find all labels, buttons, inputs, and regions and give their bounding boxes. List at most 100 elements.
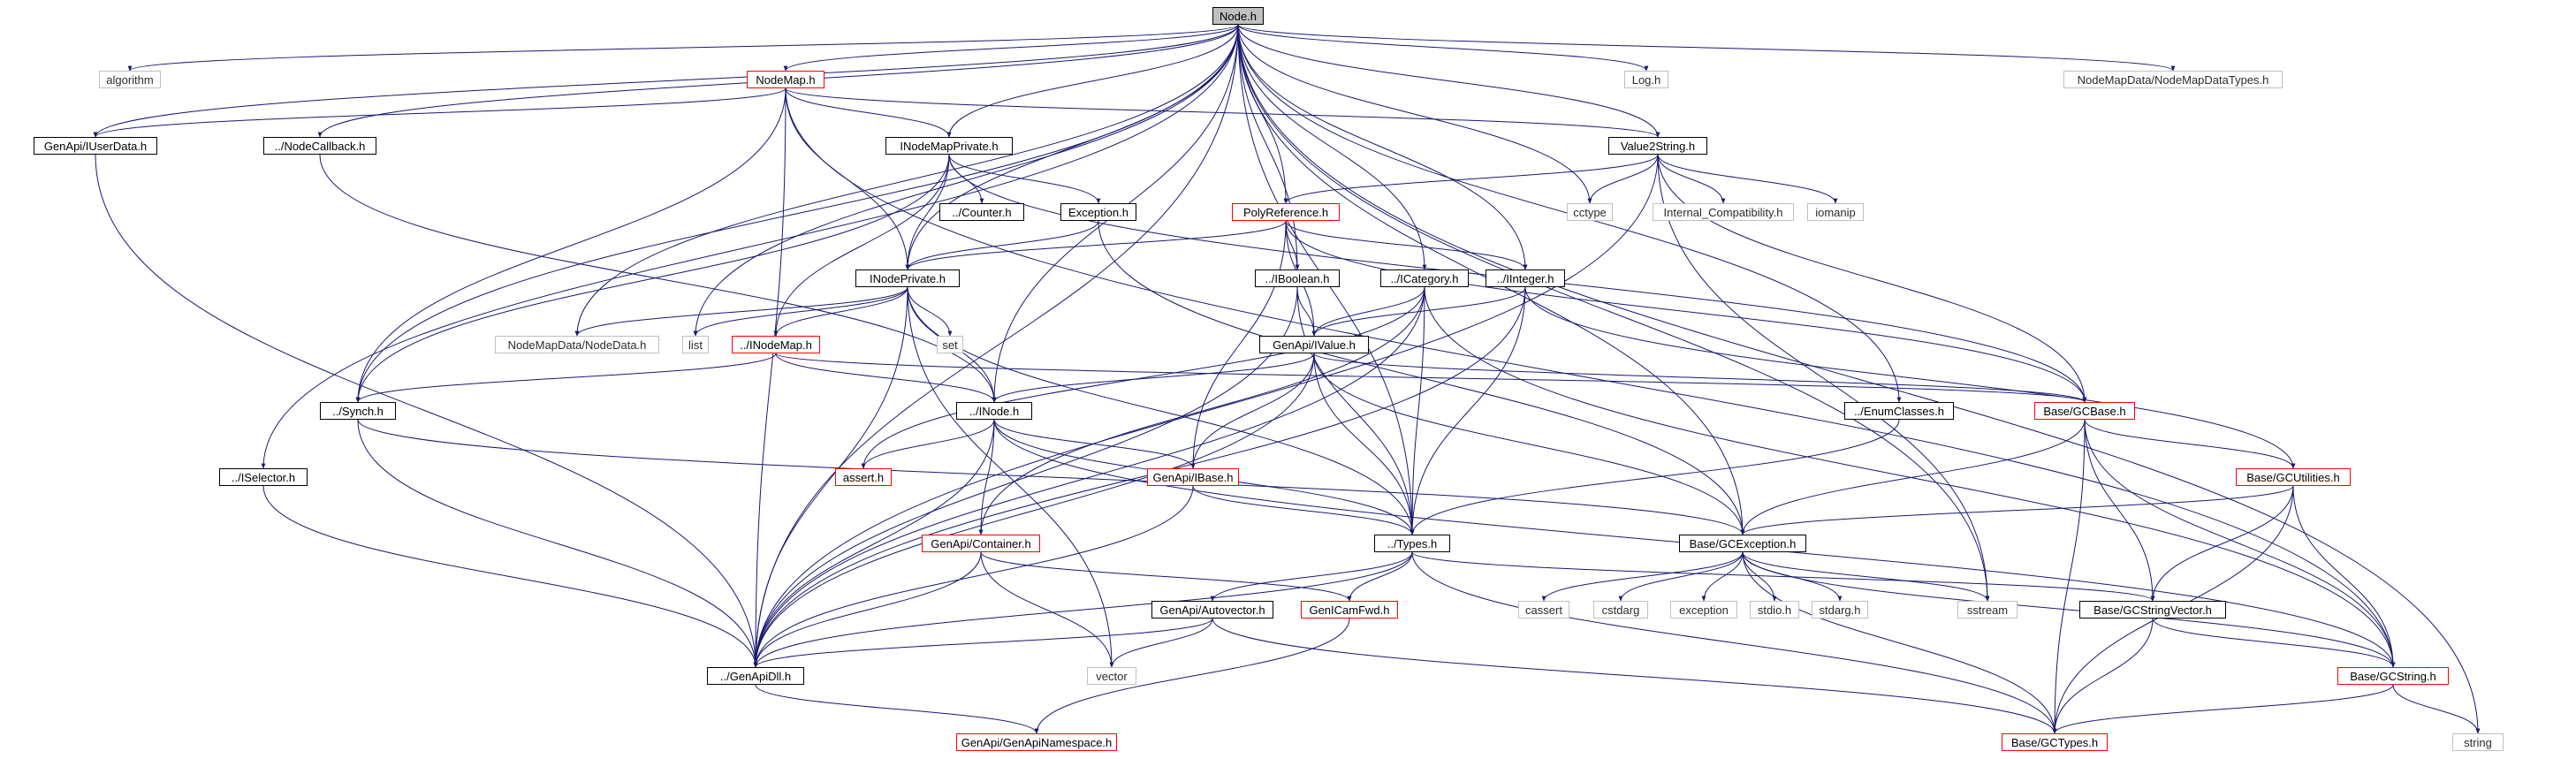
- edge-icategory-to-assert_h: [861, 286, 1425, 469]
- edge-gcexception-to-gcstring: [1742, 551, 2396, 668]
- edge-iinteger-to-gcutilities: [1524, 286, 2296, 469]
- edge-inodeprivate-to-types_h: [907, 286, 1415, 535]
- node-cstdarg[interactable]: cstdarg: [1593, 601, 1648, 619]
- node-nodemap-h[interactable]: NodeMap.h: [747, 71, 824, 88]
- node-iselector[interactable]: ../ISelector.h: [219, 468, 308, 486]
- node-list[interactable]: list: [682, 336, 709, 353]
- edge-polyreference-to-gcbase: [1285, 220, 2087, 403]
- node-stdarg-h[interactable]: stdarg.h: [1812, 601, 1868, 619]
- node-polyreference[interactable]: PolyReference.h: [1232, 203, 1340, 221]
- edge-genapidll-to-genapinamespace: [755, 684, 1039, 734]
- edge-value2string-to-polyreference: [1283, 154, 1659, 204]
- edge-types_h-to-genicamfwd: [1347, 551, 1413, 602]
- edge-gcutilities-to-gcstringvector: [2150, 485, 2294, 602]
- node-stdio-h[interactable]: stdio.h: [1750, 601, 1799, 619]
- edge-polyreference-to-iinteger: [1285, 220, 1528, 270]
- node-enumclasses[interactable]: ../EnumClasses.h: [1844, 402, 1954, 420]
- node-synch[interactable]: ../Synch.h: [320, 402, 396, 420]
- node-sstream[interactable]: sstream: [1957, 601, 2017, 619]
- edge-inodemapprivate-to-exception_h: [948, 154, 1101, 204]
- node-exception-h[interactable]: Exception.h: [1060, 203, 1136, 221]
- node-genicamfwd[interactable]: GenICamFwd.h: [1301, 601, 1398, 619]
- node-nodemapdatatypes[interactable]: NodeMapData/NodeMapDataTypes.h: [2063, 71, 2283, 88]
- node-genapidll[interactable]: ../GenApiDll.h: [707, 667, 804, 685]
- edge-node_h-to-nodemapdatatypes: [1237, 24, 2176, 72]
- node-iinteger[interactable]: ../IInteger.h: [1486, 269, 1565, 287]
- node-cctype[interactable]: cctype: [1567, 203, 1613, 221]
- edge-container-to-vector: [980, 551, 1114, 668]
- edge-gcutilities-to-gcexception: [1740, 485, 2294, 535]
- node-string[interactable]: string: [2452, 733, 2504, 751]
- edge-inodeprivate-to-set: [907, 286, 953, 337]
- edge-types_h-to-genapidll: [753, 551, 1413, 668]
- edge-node_h-to-icategory: [1237, 24, 1427, 270]
- node-icategory[interactable]: ../ICategory.h: [1380, 269, 1469, 287]
- node-gcstringvector[interactable]: Base/GCStringVector.h: [2079, 601, 2226, 619]
- node-inodemapprivate[interactable]: INodeMapPrivate.h: [885, 137, 1013, 155]
- node-gcexception[interactable]: Base/GCException.h: [1679, 535, 1806, 552]
- node-algorithm[interactable]: algorithm: [99, 71, 161, 88]
- node-assert-h[interactable]: assert.h: [835, 468, 892, 486]
- edge-inodemap-to-synch: [355, 353, 777, 403]
- edge-iboolean-to-genapidll: [753, 286, 1298, 668]
- edge-types_h-to-autovector: [1210, 551, 1413, 602]
- node-iboolean[interactable]: ../IBoolean.h: [1255, 269, 1340, 287]
- edge-icategory-to-container: [978, 286, 1425, 535]
- edge-autovector-to-genapidll: [753, 618, 1213, 668]
- edge-ivalue-to-inode: [992, 353, 1315, 403]
- node-container[interactable]: GenApi/Container.h: [922, 535, 1040, 552]
- node-gcutilities[interactable]: Base/GCUtilities.h: [2236, 468, 2351, 486]
- edge-inodeprivate-to-vector: [907, 286, 1114, 668]
- node-inode[interactable]: ../INode.h: [956, 402, 1032, 420]
- node-ivalue[interactable]: GenApi/IValue.h: [1259, 336, 1369, 353]
- edge-gcexception-to-sstream: [1742, 551, 1990, 602]
- edge-node_h-to-log_h: [1237, 24, 1649, 72]
- edge-node_h-to-synch: [355, 24, 1239, 403]
- edge-ivalue-to-gcbase: [1313, 353, 2087, 403]
- node-node-h[interactable]: Node.h: [1212, 7, 1264, 25]
- node-ibase[interactable]: GenApi/IBase.h: [1147, 468, 1239, 486]
- node-log-h[interactable]: Log.h: [1624, 71, 1668, 88]
- node-nodedata[interactable]: NodeMapData/NodeData.h: [495, 336, 659, 353]
- node-counter[interactable]: ../Counter.h: [939, 203, 1024, 221]
- edge-gcbase-to-gcutilities: [2084, 419, 2296, 469]
- edge-gcstringvector-to-gctypes: [2052, 618, 2154, 734]
- edge-iselector-to-genapidll: [262, 485, 758, 668]
- node-genapinamespace[interactable]: GenApi/GenApiNamespace.h: [956, 733, 1117, 751]
- edge-exception_h-to-inodeprivate: [905, 220, 1099, 270]
- node-vector[interactable]: vector: [1087, 667, 1136, 685]
- node-types-h[interactable]: ../Types.h: [1374, 535, 1450, 552]
- node-set[interactable]: set: [937, 336, 963, 353]
- edge-node_h-to-sstream: [1237, 24, 1990, 602]
- edge-inodeprivate-to-inodemap: [773, 286, 908, 337]
- node-autovector[interactable]: GenApi/Autovector.h: [1151, 601, 1273, 619]
- node-inodeprivate[interactable]: INodePrivate.h: [855, 269, 960, 287]
- edge-synch-to-genapidll: [357, 419, 758, 668]
- edge-node_h-to-inodemapprivate: [946, 24, 1239, 138]
- edge-node_h-to-nodemap_h: [783, 24, 1239, 72]
- edge-node_h-to-iinteger: [1237, 24, 1528, 270]
- node-exception[interactable]: exception: [1670, 601, 1737, 619]
- node-inodemap[interactable]: ../INodeMap.h: [732, 336, 820, 353]
- node-cassert[interactable]: cassert: [1518, 601, 1569, 619]
- node-nodecallback[interactable]: ../NodeCallback.h: [263, 137, 376, 155]
- node-value2string[interactable]: Value2String.h: [1608, 137, 1707, 155]
- node-iuserdata[interactable]: GenApi/IUserData.h: [34, 137, 157, 155]
- edge-gcstring-to-gctypes: [2052, 684, 2394, 734]
- edge-iinteger-to-types_h: [1410, 286, 1526, 535]
- edge-node_h-to-iselector: [261, 24, 1239, 469]
- edge-icategory-to-genapidll: [753, 286, 1425, 668]
- node-iomanip[interactable]: iomanip: [1807, 203, 1864, 221]
- edge-value2string-to-genapidll: [753, 154, 1659, 668]
- node-gcstring[interactable]: Base/GCString.h: [2337, 667, 2449, 685]
- node-internal-compat[interactable]: Internal_Compatibility.h: [1653, 203, 1794, 221]
- edge-autovector-to-vector: [1109, 618, 1213, 668]
- node-gctypes[interactable]: Base/GCTypes.h: [2002, 733, 2108, 751]
- edge-gcbase-to-gcexception: [1740, 419, 2086, 535]
- edge-node_h-to-inodeprivate: [905, 24, 1239, 270]
- edge-icategory-to-ivalue: [1311, 286, 1425, 337]
- edge-ibase-to-genapidll: [753, 485, 1194, 668]
- edge-inodemapprivate-to-inodemap: [773, 154, 950, 337]
- node-gcbase[interactable]: Base/GCBase.h: [2034, 402, 2135, 420]
